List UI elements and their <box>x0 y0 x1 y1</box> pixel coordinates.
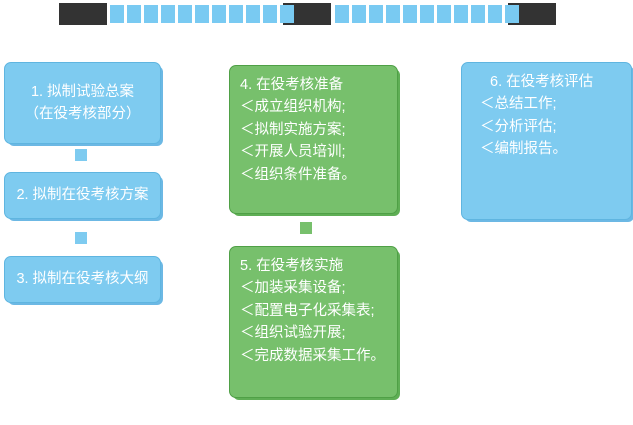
flow-box-step-6-item-3: ＜编制报告。 <box>480 141 567 158</box>
redaction-dark-block-1 <box>59 3 107 25</box>
connector-step-4-to-5 <box>300 222 312 234</box>
redaction-cell <box>263 5 277 23</box>
flow-box-step-1[interactable]: 1. 拟制试验总案 （在役考核部分） <box>4 62 161 144</box>
flow-box-step-3-line-1: 3. 拟制在役考核大纲 <box>16 271 149 288</box>
flow-box-step-3[interactable]: 3. 拟制在役考核大纲 <box>4 256 161 303</box>
redaction-cell <box>471 5 485 23</box>
redaction-cell <box>178 5 192 23</box>
redaction-cell <box>437 5 451 23</box>
redaction-cell <box>386 5 400 23</box>
redaction-dark-block-2 <box>283 3 331 25</box>
redaction-cell <box>161 5 175 23</box>
redaction-cell <box>212 5 226 23</box>
redaction-cell <box>454 5 468 23</box>
flow-box-step-5-title: 5. 在役考核实施 <box>240 258 344 274</box>
flow-box-step-5-item-4: ＜完成数据采集工作。 <box>240 347 385 364</box>
flow-box-step-5-item-3: ＜组织试验开展; <box>240 325 346 342</box>
flow-box-step-2-line-1: 2. 拟制在役考核方案 <box>16 187 149 204</box>
redaction-cell <box>144 5 158 23</box>
redaction-cell <box>352 5 366 23</box>
redaction-dark-block-3 <box>508 3 556 25</box>
flow-box-step-6-title: 6. 在役考核评估 <box>490 74 594 90</box>
redaction-cell <box>195 5 209 23</box>
redaction-cell <box>229 5 243 23</box>
flow-box-step-6-item-1: ＜总结工作; <box>480 96 557 113</box>
redaction-cell-group-1 <box>110 5 294 23</box>
flow-box-step-5-item-2: ＜配置电子化采集表; <box>240 302 375 319</box>
flow-box-step-5[interactable]: 5. 在役考核实施 ＜加装采集设备; ＜配置电子化采集表; ＜组织试验开展; ＜… <box>229 246 398 398</box>
flow-box-step-4-item-4: ＜组织条件准备。 <box>240 166 356 183</box>
flow-box-step-4-title: 4. 在役考核准备 <box>240 77 344 93</box>
redaction-cell <box>403 5 417 23</box>
flow-box-step-2[interactable]: 2. 拟制在役考核方案 <box>4 172 161 219</box>
redaction-cell <box>280 5 294 23</box>
redaction-cell <box>488 5 502 23</box>
flow-box-step-1-line-1: 1. 拟制试验总案 <box>30 83 135 100</box>
connector-step-1-to-2 <box>75 149 87 161</box>
flow-box-step-4-item-2: ＜拟制实施方案; <box>240 121 346 138</box>
redaction-cell <box>420 5 434 23</box>
flow-box-step-4-item-1: ＜成立组织机构; <box>240 99 346 116</box>
redaction-cell-group-2 <box>335 5 519 23</box>
flow-box-step-5-item-1: ＜加装采集设备; <box>240 280 346 297</box>
redaction-cell <box>246 5 260 23</box>
flow-box-step-6[interactable]: 6. 在役考核评估 ＜总结工作; ＜分析评估; ＜编制报告。 <box>461 62 632 220</box>
flow-box-step-4-item-3: ＜开展人员培训; <box>240 144 346 161</box>
flow-box-step-1-line-2: （在役考核部分） <box>24 106 141 122</box>
redaction-cell <box>127 5 141 23</box>
flow-box-step-6-item-2: ＜分析评估; <box>480 118 557 135</box>
redaction-cell <box>335 5 349 23</box>
redaction-cell <box>110 5 124 23</box>
flow-box-step-4[interactable]: 4. 在役考核准备 ＜成立组织机构; ＜拟制实施方案; ＜开展人员培训; ＜组织… <box>229 65 398 214</box>
connector-step-2-to-3 <box>75 232 87 244</box>
redaction-cell <box>369 5 383 23</box>
redaction-bar <box>0 0 633 30</box>
redaction-cell <box>505 5 519 23</box>
